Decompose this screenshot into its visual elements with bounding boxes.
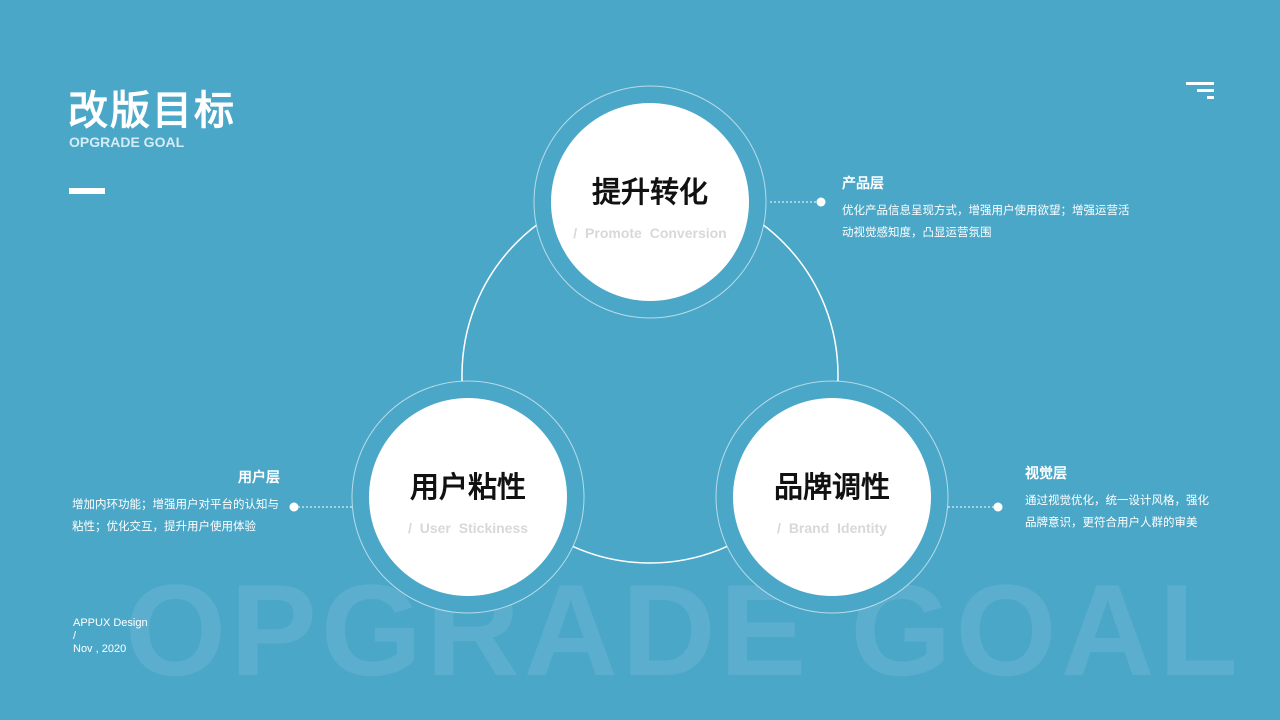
node-title: 品牌调性 xyxy=(773,470,890,504)
menu-icon[interactable] xyxy=(1186,82,1214,100)
credit-date: Nov , 2020 xyxy=(73,643,127,655)
credit-separator: / xyxy=(73,630,77,642)
node-subtitle: / Promote Conversion xyxy=(573,225,727,241)
node-title: 提升转化 xyxy=(591,175,708,209)
description-text: 通过视觉优化，统一设计风格，强化品牌意识，更符合用户人群的审美 xyxy=(1025,493,1209,529)
connector-dot-top xyxy=(816,197,826,207)
description-user: 用户层 增加内环功能；增强用户对平台的认知与粘性；优化交互，提升用户使用体验 xyxy=(72,467,280,537)
description-heading: 视觉层 xyxy=(1025,466,1067,482)
description-heading: 产品层 xyxy=(842,176,884,192)
node-user-stickiness: 用户粘性 / User Stickiness xyxy=(369,398,567,596)
page-subtitle: OPGRADE GOAL xyxy=(69,134,185,150)
credit: APPUX Design / Nov , 2020 xyxy=(73,617,148,656)
page-title: 改版目标 xyxy=(68,88,236,134)
description-heading: 用户层 xyxy=(238,470,280,486)
description-text: 增加内环功能；增强用户对平台的认知与粘性；优化交互，提升用户使用体验 xyxy=(72,497,279,533)
connector-dot-right xyxy=(993,502,1003,512)
description-product: 产品层 优化产品信息呈现方式，增强用户使用欲望；增强运营活动视觉感知度，凸显运营… xyxy=(842,173,1134,243)
node-subtitle: / Brand Identity xyxy=(777,520,887,536)
description-text: 优化产品信息呈现方式，增强用户使用欲望；增强运营活动视觉感知度，凸显运营氛围 xyxy=(842,203,1130,239)
node-promote-conversion: 提升转化 / Promote Conversion xyxy=(551,103,749,301)
description-visual: 视觉层 通过视觉优化，统一设计风格，强化品牌意识，更符合用户人群的审美 xyxy=(1025,463,1211,533)
connector-dot-left xyxy=(289,502,299,512)
node-title: 用户粘性 xyxy=(409,470,526,504)
node-subtitle: / User Stickiness xyxy=(407,520,529,536)
credit-brand: APPUX Design xyxy=(73,617,148,629)
watermark-text: OPGRADE GOAL xyxy=(125,557,1242,703)
node-brand-identity: 品牌调性 / Brand Identity xyxy=(733,398,931,596)
title-underline xyxy=(69,188,105,194)
